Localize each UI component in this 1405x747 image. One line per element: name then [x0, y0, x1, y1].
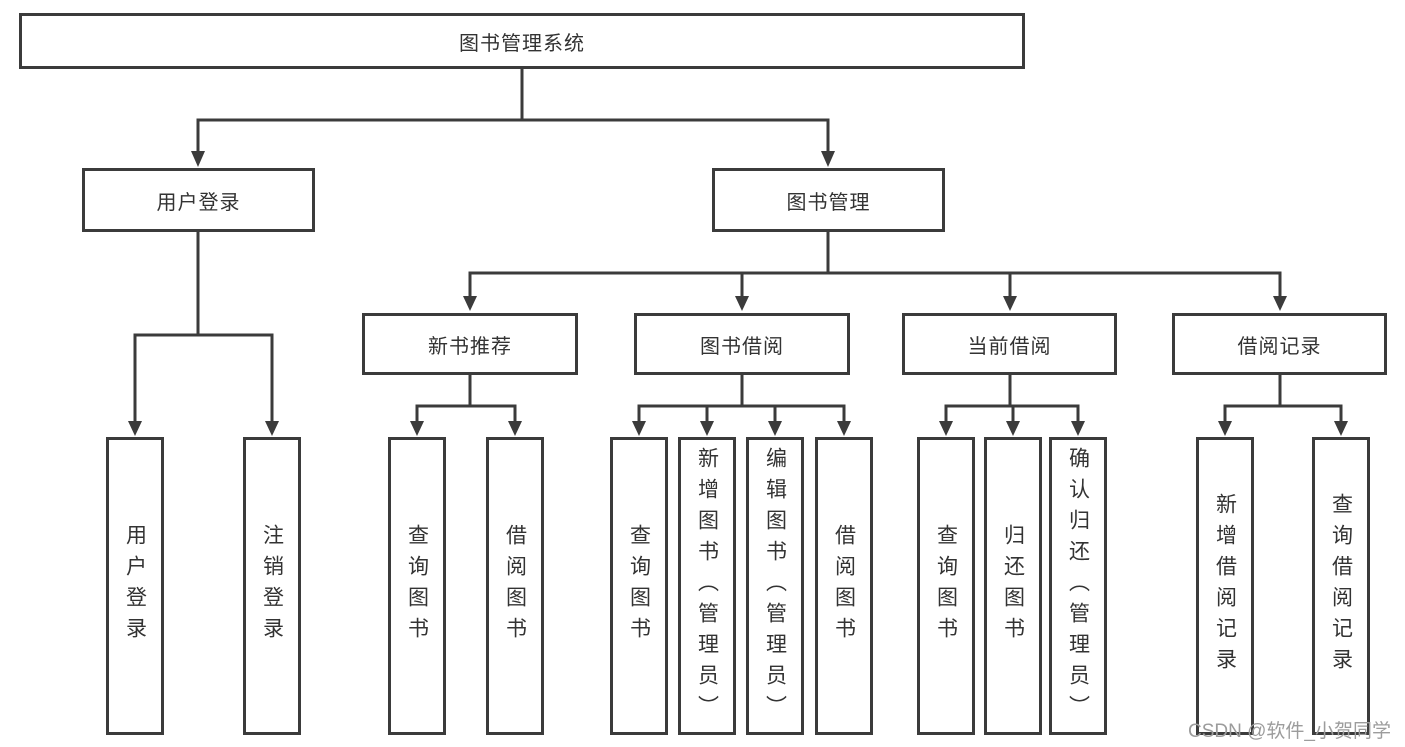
- leaf-return-book-label: 归还图书: [1001, 524, 1025, 648]
- connector-borrow-record-children: [1218, 375, 1348, 436]
- leaf-query-book-1: 查询图书: [388, 437, 446, 735]
- leaf-query-book-2: 查询图书: [610, 437, 668, 735]
- connector-new-book-children: [410, 375, 522, 436]
- leaf-add-book-admin-label: 新增图书（管理员）: [695, 446, 719, 726]
- connector-user-login-children: [128, 232, 279, 436]
- node-new-book-recommend: 新书推荐: [362, 313, 578, 375]
- node-borrow-record-label: 借阅记录: [1237, 335, 1322, 358]
- node-root: 图书管理系统: [19, 13, 1025, 69]
- leaf-query-book-3-label: 查询图书: [934, 524, 958, 648]
- leaf-query-book-3: 查询图书: [917, 437, 975, 735]
- leaf-borrow-book-2: 借阅图书: [815, 437, 873, 735]
- connector-book-mgmt-children: [463, 232, 1287, 311]
- node-user-login-label: 用户登录: [156, 191, 241, 214]
- connector-root-to-level2: [191, 69, 835, 167]
- node-current-borrow-label: 当前借阅: [967, 335, 1052, 358]
- csdn-watermark: CSDN @软件_小贺同学: [1188, 721, 1391, 742]
- leaf-edit-book-admin: 编辑图书（管理员）: [746, 437, 804, 735]
- node-book-management: 图书管理: [712, 168, 945, 232]
- leaf-query-borrow-record-label: 查询借阅记录: [1329, 493, 1353, 679]
- leaf-edit-book-admin-label: 编辑图书（管理员）: [763, 446, 787, 726]
- leaf-confirm-return-admin-label: 确认归还（管理员）: [1066, 446, 1090, 726]
- node-new-book-recommend-label: 新书推荐: [428, 335, 512, 358]
- leaf-borrow-book-2-label: 借阅图书: [832, 524, 856, 648]
- node-borrow-record: 借阅记录: [1172, 313, 1387, 375]
- node-book-borrow: 图书借阅: [634, 313, 850, 375]
- node-current-borrow: 当前借阅: [902, 313, 1117, 375]
- leaf-add-book-admin: 新增图书（管理员）: [678, 437, 736, 735]
- node-root-label: 图书管理系统: [459, 32, 585, 55]
- node-book-management-label: 图书管理: [786, 191, 871, 214]
- leaf-query-book-1-label: 查询图书: [405, 524, 429, 648]
- leaf-user-login: 用户登录: [106, 437, 164, 735]
- leaf-return-book: 归还图书: [984, 437, 1042, 735]
- leaf-user-login-label: 用户登录: [123, 524, 147, 648]
- leaf-query-book-2-label: 查询图书: [627, 524, 651, 648]
- leaf-borrow-book-1-label: 借阅图书: [503, 524, 527, 648]
- leaf-confirm-return-admin: 确认归还（管理员）: [1049, 437, 1107, 735]
- leaf-borrow-book-1: 借阅图书: [486, 437, 544, 735]
- node-user-login: 用户登录: [82, 168, 315, 232]
- node-book-borrow-label: 图书借阅: [700, 335, 784, 358]
- leaf-add-borrow-record-label: 新增借阅记录: [1213, 493, 1237, 679]
- leaf-logout: 注销登录: [243, 437, 301, 735]
- leaf-query-borrow-record: 查询借阅记录: [1312, 437, 1370, 735]
- connector-book-borrow-children: [632, 375, 851, 436]
- leaf-add-borrow-record: 新增借阅记录: [1196, 437, 1254, 735]
- leaf-logout-label: 注销登录: [260, 524, 284, 648]
- connector-current-borrow-children: [939, 375, 1085, 436]
